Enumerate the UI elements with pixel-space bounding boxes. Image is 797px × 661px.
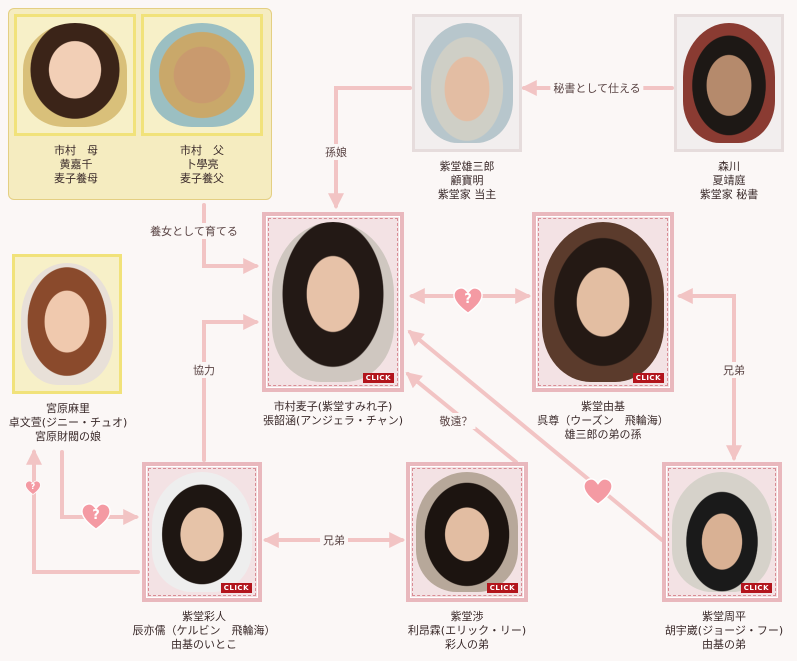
photo-morikawa[interactable] bbox=[674, 14, 784, 152]
photo-shidou-wataru[interactable]: CLICK bbox=[406, 462, 528, 602]
man-portrait-icon bbox=[416, 472, 518, 592]
click-badge[interactable]: CLICK bbox=[486, 583, 518, 593]
heart-mark: ? bbox=[92, 508, 100, 523]
photo-ichimura-mugiko[interactable]: CLICK bbox=[262, 212, 404, 392]
label-cooperation: 協力 bbox=[190, 362, 218, 378]
caption-shidou-yuki: 紫堂由基 呉尊（ウーズン 飛輪海） 雄三郎の弟の孫 bbox=[537, 400, 669, 441]
woman-portrait-icon bbox=[23, 23, 127, 127]
photo-ichimura-father[interactable] bbox=[141, 14, 263, 136]
heart-icon: ? bbox=[453, 286, 483, 316]
label-granddaughter: 孫娘 bbox=[322, 144, 350, 160]
caption-ichimura-father: 市村 父 卜學亮 麦子養父 bbox=[180, 144, 224, 185]
photo-miyahara-mari[interactable] bbox=[12, 254, 122, 394]
caption-shidou-wataru: 紫堂渉 利昂霖(エリック・リー) 彩人の弟 bbox=[407, 610, 527, 651]
woman-portrait-icon bbox=[21, 263, 113, 385]
caption-shidou-shuhei: 紫堂周平 胡宇崴(ジョージ・フー) 由基の弟 bbox=[664, 610, 784, 651]
man-portrait-icon bbox=[683, 23, 775, 143]
photo-shidou-ayato[interactable]: CLICK bbox=[142, 462, 262, 602]
label-respect: 敬遠？ bbox=[436, 413, 476, 429]
line-granddaughter bbox=[328, 86, 412, 210]
click-badge[interactable]: CLICK bbox=[362, 373, 394, 383]
heart-mark: ? bbox=[464, 292, 472, 307]
photo-shidou-shuhei[interactable]: CLICK bbox=[662, 462, 782, 602]
label-secretary: 秘書として仕える bbox=[550, 80, 644, 96]
elderly-man-portrait-icon bbox=[421, 23, 513, 143]
caption-ichimura-mother: 市村 母 黄嘉千 麦子養母 bbox=[54, 144, 98, 185]
heart-mark: ? bbox=[30, 482, 36, 491]
man-portrait-icon bbox=[152, 472, 252, 592]
caption-shidou-ayato: 紫堂彩人 辰亦儒（ケルビン 飛輪海） 由基のいとこ bbox=[132, 610, 276, 651]
heart-icon: ? bbox=[81, 502, 111, 532]
photo-ichimura-mother[interactable] bbox=[14, 14, 136, 136]
caption-morikawa: 森川 夏靖庭 紫堂家 秘書 bbox=[699, 160, 759, 201]
man-portrait-icon bbox=[542, 222, 664, 382]
man-in-cap-portrait-icon bbox=[672, 472, 772, 592]
line-brothers-right bbox=[676, 288, 742, 462]
caption-ichimura-mugiko: 市村麦子(紫堂すみれ子) 張韶涵(アンジェラ・チャン) bbox=[262, 400, 404, 427]
line-love-shuhei bbox=[407, 329, 664, 542]
line-love-ayato bbox=[60, 450, 140, 525]
line-cooperation bbox=[202, 314, 260, 462]
label-adopted: 養女として育てる bbox=[147, 223, 241, 239]
photo-shidou-yuzaburo[interactable] bbox=[412, 14, 522, 152]
caption-shidou-yuzaburo: 紫堂雄三郎 顧寶明 紫堂家 当主 bbox=[437, 160, 497, 201]
label-brothers-bottom: 兄弟 bbox=[320, 532, 348, 548]
man-portrait-icon bbox=[150, 23, 254, 127]
click-badge[interactable]: CLICK bbox=[220, 583, 252, 593]
heart-icon: ? bbox=[25, 480, 41, 496]
click-badge[interactable]: CLICK bbox=[740, 583, 772, 593]
heart-icon bbox=[583, 477, 613, 507]
label-brothers-right: 兄弟 bbox=[720, 362, 748, 378]
caption-miyahara-mari: 宮原麻里 卓文萱(ジニー・チュオ) 宮原財閥の娘 bbox=[8, 402, 128, 443]
photo-shidou-yuki[interactable]: CLICK bbox=[532, 212, 674, 392]
click-badge[interactable]: CLICK bbox=[632, 373, 664, 383]
woman-portrait-icon bbox=[272, 222, 394, 382]
